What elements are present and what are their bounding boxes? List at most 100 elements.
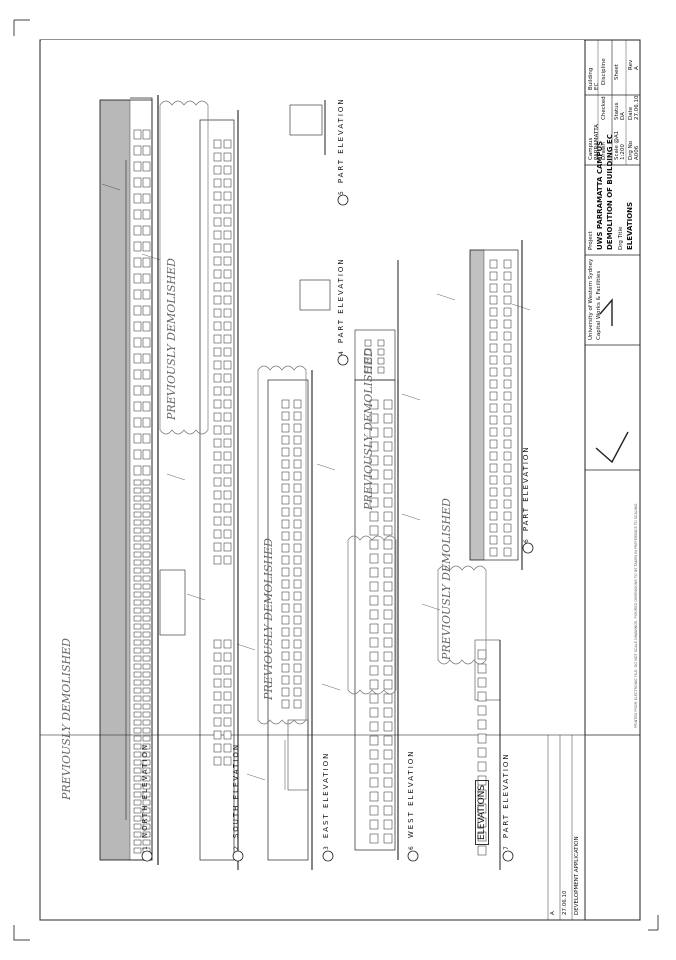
window — [142, 799, 151, 806]
window — [142, 743, 151, 750]
issue-description: DEVELOPMENT APPLICATION — [574, 836, 580, 915]
tb-status: DA — [620, 112, 626, 120]
window — [142, 663, 151, 670]
window — [133, 679, 142, 686]
window — [369, 679, 379, 690]
window — [213, 516, 222, 526]
window — [142, 241, 151, 252]
window — [383, 749, 393, 760]
window — [369, 581, 379, 592]
window — [142, 831, 151, 838]
west-elevation-drawing — [354, 379, 399, 860]
window — [213, 451, 222, 461]
window — [364, 348, 372, 356]
window — [383, 735, 393, 746]
window — [383, 427, 393, 438]
footer-note: PRINTED FROM ELECTRONIC FILE: DO NOT SCA… — [634, 502, 638, 728]
window — [293, 519, 302, 529]
window — [142, 655, 151, 662]
window — [142, 647, 151, 654]
window — [223, 542, 232, 552]
window — [293, 687, 302, 697]
window — [142, 639, 151, 646]
window — [293, 435, 302, 445]
window — [133, 807, 142, 814]
leader-line — [436, 293, 456, 301]
window — [213, 730, 222, 740]
window — [142, 599, 151, 606]
tb-university: University of Western Sydney — [588, 258, 594, 340]
window — [293, 615, 302, 625]
window — [142, 305, 151, 316]
window — [213, 477, 222, 487]
window — [383, 693, 393, 704]
window — [383, 539, 393, 550]
window — [142, 711, 151, 718]
window — [223, 373, 232, 383]
window — [369, 819, 379, 830]
window — [142, 543, 151, 550]
window — [223, 503, 232, 513]
window — [133, 503, 142, 510]
window — [489, 523, 498, 533]
window — [369, 721, 379, 732]
window — [223, 178, 232, 188]
leader-line — [401, 393, 421, 401]
window — [293, 579, 302, 589]
window — [293, 471, 302, 481]
west-elevation-windows — [369, 399, 393, 844]
window — [369, 791, 379, 802]
window — [133, 465, 142, 476]
window — [133, 735, 142, 742]
window — [223, 308, 232, 318]
window — [477, 845, 487, 856]
window — [142, 591, 151, 598]
window — [213, 360, 222, 370]
window — [377, 339, 385, 347]
elevation-title-3: 3EAST ELEVATION — [322, 751, 330, 850]
window — [133, 607, 142, 614]
issue-rev: A — [550, 911, 556, 915]
window — [133, 575, 142, 582]
window — [293, 459, 302, 469]
window — [142, 695, 151, 702]
window — [213, 464, 222, 474]
window — [503, 463, 512, 473]
window — [477, 649, 487, 660]
window — [142, 369, 151, 380]
window — [383, 413, 393, 424]
window — [223, 704, 232, 714]
window — [383, 777, 393, 788]
window — [369, 553, 379, 564]
elevation-title-6w: 6WEST ELEVATION — [407, 749, 415, 850]
window — [383, 679, 393, 690]
window — [281, 555, 290, 565]
window — [213, 217, 222, 227]
tb-sheet-label: Sheet — [614, 64, 620, 80]
window — [281, 579, 290, 589]
window — [223, 464, 232, 474]
window — [223, 204, 232, 214]
window — [223, 529, 232, 539]
window — [281, 519, 290, 529]
window — [293, 399, 302, 409]
window — [223, 282, 232, 292]
window — [213, 756, 222, 766]
window — [503, 475, 512, 485]
window — [223, 639, 232, 649]
window — [489, 355, 498, 365]
window — [142, 735, 151, 742]
window — [133, 369, 142, 380]
window — [133, 385, 142, 396]
window — [369, 497, 379, 508]
window — [142, 575, 151, 582]
elevation-title-7: 7PART ELEVATION — [502, 752, 510, 850]
window — [213, 490, 222, 500]
window — [369, 441, 379, 452]
window — [503, 307, 512, 317]
window — [369, 567, 379, 578]
window — [142, 225, 151, 236]
window — [213, 665, 222, 675]
window — [489, 547, 498, 557]
